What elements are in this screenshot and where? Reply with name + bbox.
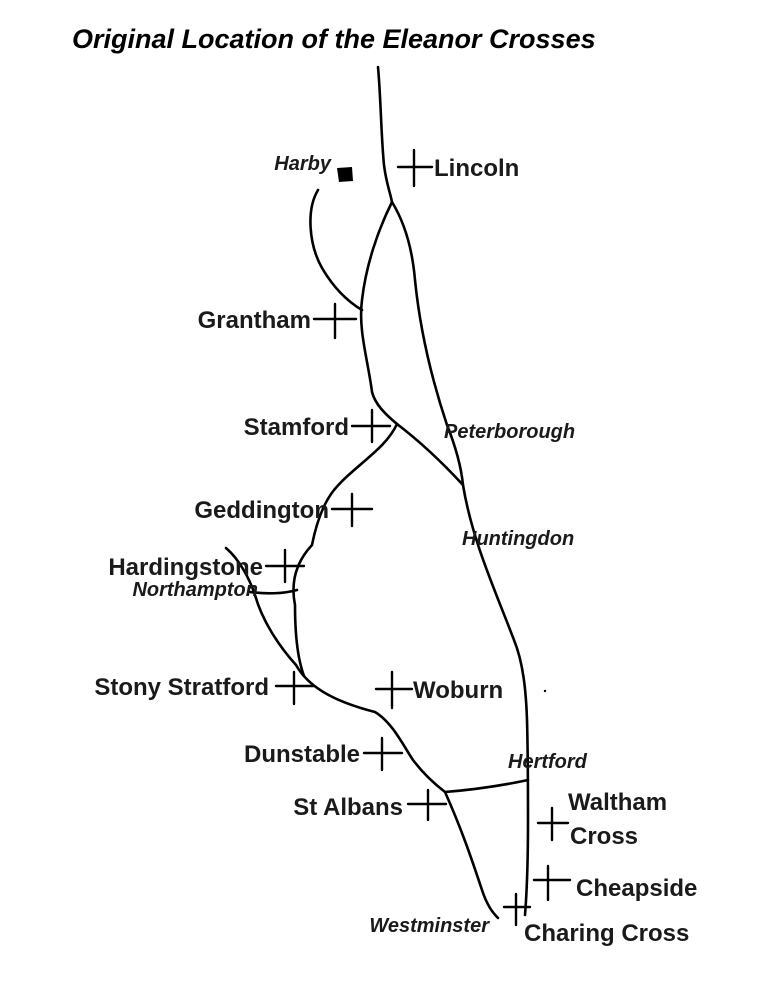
eleanor-cross-icon [532, 864, 572, 902]
route-hertford-link [443, 778, 530, 794]
eleanor-cross-icon [362, 736, 404, 772]
label-harby: Harby [274, 153, 332, 175]
label-waltham: Waltham [568, 789, 667, 816]
label-grantham: Grantham [198, 307, 311, 334]
eleanor-cross-icon [536, 806, 570, 842]
eleanor-cross-icon [502, 892, 532, 927]
eleanor-cross-icon [274, 670, 316, 706]
label-cheapside: Cheapside [576, 875, 697, 902]
label-peterborough: Peterborough [444, 421, 575, 443]
label-waltham-cross: Cross [570, 823, 638, 850]
route-southern [294, 663, 447, 794]
label-woburn: Woburn [413, 677, 503, 704]
route-eastern [390, 200, 530, 917]
label-dunstable: Dunstable [244, 741, 360, 768]
route-midlands [292, 422, 399, 678]
label-lincoln: Lincoln [434, 155, 519, 182]
label-hertford: Hertford [508, 751, 588, 773]
route-westminster [443, 790, 500, 920]
label-westminster: Westminster [369, 915, 490, 937]
eleanor-cross-icon [312, 302, 358, 340]
label-geddington: Geddington [194, 497, 329, 524]
route-harby-branch [309, 188, 364, 312]
eleanor-cross-icon [264, 548, 306, 584]
route-lines [224, 65, 530, 920]
route-northampton-link [248, 588, 299, 595]
map-title: Original Location of the Eleanor Crosses [72, 24, 596, 54]
eleanor-cross-icon [350, 408, 392, 444]
label-charing-cross: Charing Cross [524, 920, 689, 947]
route-north-stub [376, 65, 394, 204]
route-northampton-branch [224, 546, 298, 667]
cross-markers [264, 148, 572, 927]
eleanor-cross-icon [330, 492, 374, 528]
label-huntingdon: Huntingdon [462, 528, 574, 550]
eleanor-cross-icon [396, 148, 434, 188]
label-stony-stratford: Stony Stratford [94, 674, 269, 701]
label-stamford: Stamford [244, 414, 349, 441]
label-st-albans: St Albans [293, 794, 403, 821]
eleanor-cross-icon [374, 670, 414, 710]
label-hardingstone: Hardingstone [108, 554, 263, 581]
route-western [359, 200, 399, 426]
eleanor-cross-icon [406, 788, 448, 822]
label-northampton: Northampton [132, 579, 258, 601]
route-stamford-peterborough [395, 422, 465, 487]
stray-dot [543, 689, 547, 693]
harby-square-icon [337, 167, 353, 182]
